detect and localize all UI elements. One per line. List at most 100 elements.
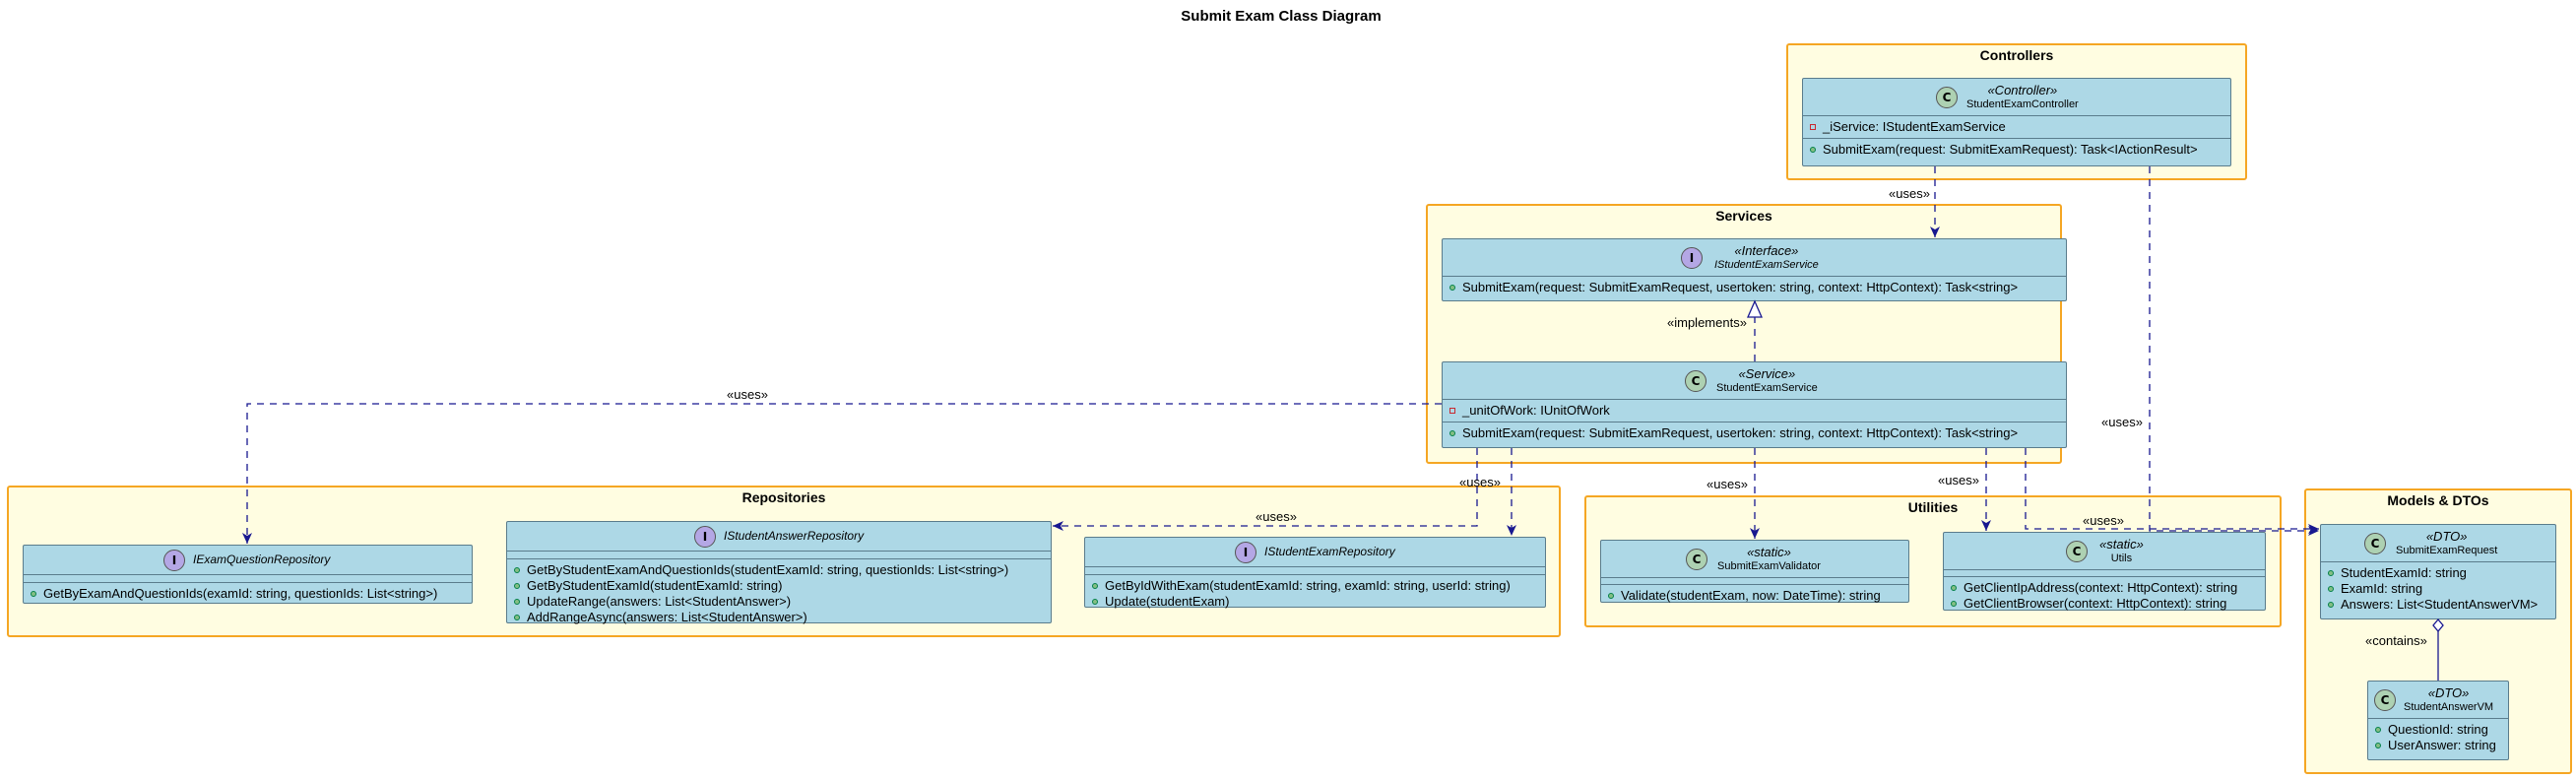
diagram-title: Submit Exam Class Diagram [1181,8,1382,25]
class-student-exam-service[interactable]: C «Service» StudentExamService _unitOfWo… [1442,361,2067,448]
interface-icon: I [163,550,185,571]
private-field-icon [1810,124,1816,130]
class-icon: C [1686,549,1707,570]
label-uses-service-ianswer: «uses» [1256,509,1297,524]
edge-service-uses-iexamq [242,403,1442,544]
label-uses-service-validator: «uses» [1707,477,1748,491]
package-title: Models & DTOs [2387,492,2489,508]
public-method-icon [1608,593,1614,599]
class-field: UserAnswer: string [2388,738,2496,752]
class-stereotype: «Interface» [1734,243,1799,258]
class-name: StudentAnswerVM [2404,701,2494,713]
class-method: GetByStudentExamAndQuestionIds(studentEx… [527,562,1009,577]
class-stereotype: «static» [2099,537,2144,552]
private-field-icon [1449,408,1455,414]
public-field-icon [2328,570,2334,576]
class-name: SubmitExamRequest [2396,545,2498,556]
edge-service-uses-ianswer [1053,448,1478,531]
class-name: SubmitExamValidator [1717,560,1821,572]
label-uses-service-iexam: «uses» [1459,475,1501,489]
public-method-icon [514,583,520,589]
class-stereotype: «DTO» [2427,685,2470,700]
interface-istudent-exam-repository[interactable]: I IStudentExamRepository GetByIdWithExam… [1084,537,1546,609]
public-field-icon [2375,727,2381,733]
class-method: SubmitExam(request: SubmitExamRequest, u… [1462,280,2019,294]
class-method: GetByExamAndQuestionIds(examId: string, … [43,586,438,601]
interface-icon: I [1681,247,1703,269]
public-method-icon [1449,430,1455,436]
public-method-icon [514,615,520,620]
class-method: UpdateRange(answers: List<StudentAnswer>… [527,594,792,609]
class-field: _unitOfWork: IUnitOfWork [1462,403,1610,418]
class-stereotype: «DTO» [2425,529,2468,544]
class-method: GetByIdWithExam(studentExamId: string, e… [1105,578,1511,593]
public-method-icon [1810,147,1816,153]
public-method-icon [1951,585,1957,591]
class-icon: C [2364,533,2386,554]
class-method: SubmitExam(request: SubmitExamRequest, u… [1462,425,2019,440]
label-uses-service-iexamq: «uses» [727,387,768,402]
public-field-icon [2328,602,2334,608]
class-method: GetByStudentExamId(studentExamId: string… [527,578,783,593]
public-method-icon [514,567,520,573]
class-stereotype: «Service» [1738,366,1796,381]
class-field: ExamId: string [2341,581,2423,596]
class-student-answer-vm[interactable]: C «DTO» StudentAnswerVM QuestionId: stri… [2367,681,2509,760]
public-field-icon [2328,586,2334,592]
class-name: StudentExamService [1716,382,1818,394]
class-name: Utils [2110,552,2133,564]
class-name: IStudentAnswerRepository [724,529,865,543]
class-method: AddRangeAsync(answers: List<StudentAnswe… [527,610,807,624]
class-field: StudentExamId: string [2341,565,2467,580]
public-method-icon [514,599,520,605]
class-icon: C [1685,370,1707,392]
class-field: QuestionId: string [2388,722,2488,737]
label-uses-controller-service: «uses» [1889,186,1930,201]
interface-iexam-question-repository[interactable]: I IExamQuestionRepository GetByExamAndQu… [23,545,473,604]
class-student-exam-controller[interactable]: C «Controller» StudentExamController _iS… [1802,78,2231,166]
label-uses-service-request: «uses» [2083,513,2124,528]
class-icon: C [2066,541,2088,562]
public-method-icon [1449,285,1455,291]
class-method: GetClientBrowser(context: HttpContext): … [1964,596,2227,611]
class-method: GetClientIpAddress(context: HttpContext)… [1964,580,2238,595]
label-uses-service-utils: «uses» [1938,473,1979,488]
class-name: StudentExamController [1966,98,2079,110]
class-name: IExamQuestionRepository [193,552,331,566]
interface-icon: I [694,526,716,548]
label-contains: «contains» [2365,633,2427,648]
class-name: IStudentExamRepository [1264,545,1395,558]
interface-icon: I [1235,542,1256,563]
public-method-icon [1092,583,1098,589]
public-method-icon [1092,599,1098,605]
class-icon: C [2374,689,2396,711]
interface-istudent-exam-service[interactable]: I «Interface» IStudentExamService Submit… [1442,238,2067,301]
class-icon: C [1936,87,1958,108]
edge-controller-uses-request [2149,166,2319,536]
package-title: Services [1715,208,1772,224]
public-field-icon [2375,743,2381,748]
label-uses-controller-request: «uses» [2101,415,2143,429]
class-name: IStudentExamService [1714,259,1819,271]
package-title: Controllers [1979,47,2054,63]
class-submit-exam-validator[interactable]: C «static» SubmitExamValidator Validate(… [1600,540,1909,603]
class-stereotype: «Controller» [1987,83,2058,98]
class-method: SubmitExam(request: SubmitExamRequest): … [1823,142,2198,157]
class-field: _iService: IStudentExamService [1823,119,2006,134]
package-title: Utilities [1907,499,1959,515]
class-stereotype: «static» [1747,545,1791,559]
implements-triangle-arrow [1747,299,1763,318]
class-field: Answers: List<StudentAnswerVM> [2341,597,2539,612]
class-method: Validate(studentExam, now: DateTime): st… [1621,588,1881,603]
edge-service-uses-request [2025,448,2319,534]
aggregation-diamond [2432,618,2444,633]
package-title: Repositories [741,489,826,505]
interface-istudent-answer-repository[interactable]: I IStudentAnswerRepository GetByStudentE… [506,521,1052,624]
label-implements: «implements» [1667,315,1747,330]
class-method: Update(studentExam) [1105,594,1230,609]
class-submit-exam-request[interactable]: C «DTO» SubmitExamRequest StudentExamId:… [2320,524,2556,619]
public-method-icon [1951,601,1957,607]
class-utils[interactable]: C «static» Utils GetClientIpAddress(cont… [1943,532,2266,611]
public-method-icon [31,591,36,597]
